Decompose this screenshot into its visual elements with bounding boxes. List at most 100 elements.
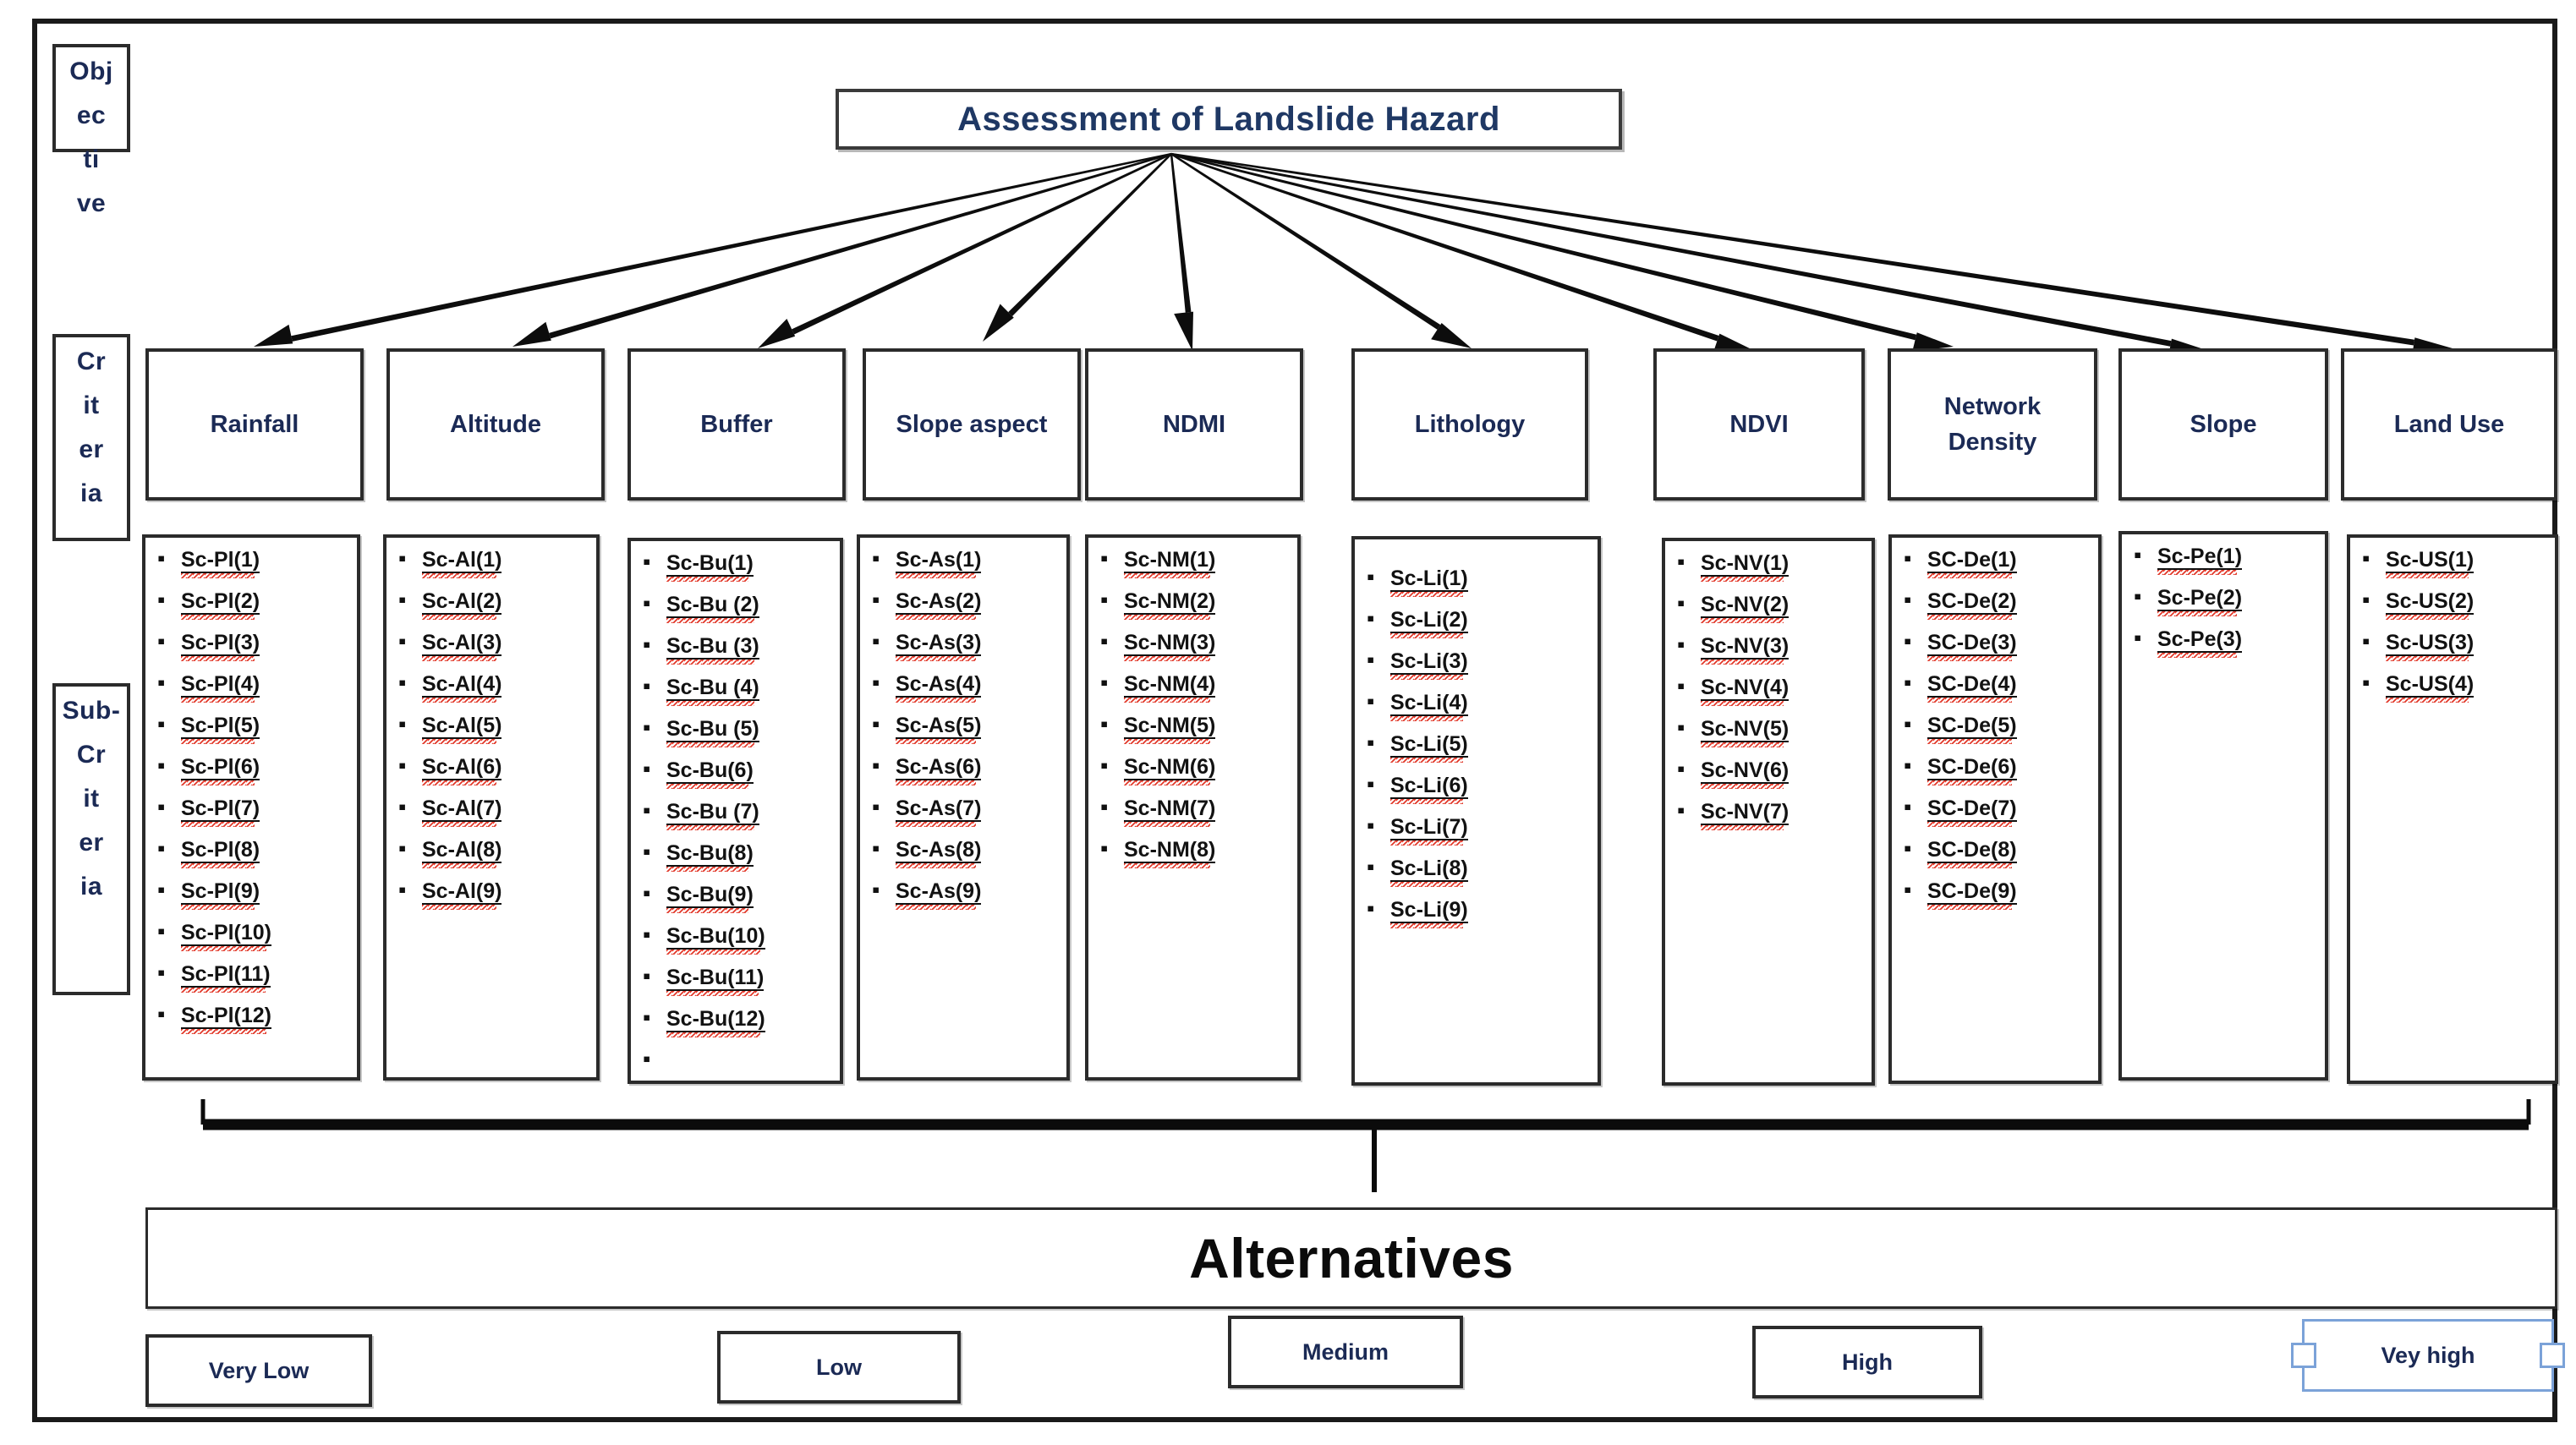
subcriteria-item[interactable]: Sc-Li(4) bbox=[1362, 690, 1594, 721]
subcriteria-slope[interactable]: Sc-Pe(1)Sc-Pe(2)Sc-Pe(3) bbox=[2118, 531, 2328, 1081]
alternative-vey-high[interactable]: Vey high bbox=[2291, 1319, 2565, 1392]
subcriteria-item[interactable]: Sc-NV(1) bbox=[1672, 550, 1868, 582]
subcriteria-item[interactable]: Sc-Bu(12) bbox=[638, 1006, 836, 1037]
subcriteria-item[interactable]: Sc-Bu(1) bbox=[638, 550, 836, 582]
subcriteria-item[interactable]: Sc-Pl(8) bbox=[152, 837, 354, 868]
subcriteria-item[interactable]: Sc-Li(8) bbox=[1362, 856, 1594, 887]
subcriteria-item[interactable]: Sc-Pl(1) bbox=[152, 547, 354, 578]
alternatives-box[interactable]: Alternatives bbox=[145, 1207, 2557, 1309]
subcriteria-item[interactable]: Sc-Pl(9) bbox=[152, 878, 354, 910]
subcriteria-item[interactable]: Sc-US(4) bbox=[2357, 671, 2551, 703]
subcriteria-item[interactable]: Sc-Pl(11) bbox=[152, 961, 354, 993]
subcriteria-buffer[interactable]: Sc-Bu(1) Sc-Bu (2) Sc-Bu (3) Sc-Bu (4) Sc-Bu… bbox=[628, 538, 843, 1084]
selection-handle-left[interactable] bbox=[2291, 1343, 2316, 1368]
subcriteria-item[interactable]: Sc-Li(5) bbox=[1362, 731, 1594, 763]
subcriteria-item[interactable]: Sc-Pe(3) bbox=[2129, 627, 2321, 658]
subcriteria-item[interactable]: Sc-NV(3) bbox=[1672, 633, 1868, 665]
criterion-altitude[interactable]: Altitude bbox=[386, 348, 605, 501]
subcriteria-item[interactable]: Sc-Pl(7) bbox=[152, 796, 354, 827]
subcriteria-item[interactable]: Sc-Bu (3) bbox=[638, 633, 836, 665]
criterion-slope-aspect[interactable]: Slope aspect bbox=[863, 348, 1081, 501]
subcriteria-item[interactable]: Sc-Bu (2) bbox=[638, 592, 836, 623]
subcriteria-item[interactable]: SC-De(9) bbox=[1899, 878, 2095, 910]
subcriteria-item[interactable]: Sc-Bu (4) bbox=[638, 675, 836, 706]
subcriteria-item[interactable]: Sc-Pe(1) bbox=[2129, 544, 2321, 575]
alternative-high[interactable]: High bbox=[1752, 1326, 1982, 1398]
subcriteria-item[interactable]: Sc-US(1) bbox=[2357, 547, 2551, 578]
subcriteria-item[interactable]: Sc-Li(2) bbox=[1362, 607, 1594, 638]
subcriteria-slope-aspect[interactable]: Sc-As(1) Sc-As(2) Sc-As(3) Sc-As(4) Sc-As(5)… bbox=[857, 534, 1070, 1081]
subcriteria-item[interactable]: Sc-NM(8) bbox=[1095, 837, 1294, 868]
subcriteria-item[interactable]: Sc-Bu(6) bbox=[638, 758, 836, 789]
criterion-slope[interactable]: Slope bbox=[2118, 348, 2328, 501]
subcriteria-land-use[interactable]: Sc-US(1)Sc-US(2)Sc-US(3)Sc-US(4) bbox=[2347, 534, 2558, 1084]
subcriteria-ndvi[interactable]: Sc-NV(1) Sc-NV(2) Sc-NV(3) Sc-NV(4) Sc-NV(5)… bbox=[1662, 538, 1875, 1086]
subcriteria-item[interactable]: SC-De(2) bbox=[1899, 588, 2095, 620]
criterion-land-use[interactable]: Land Use bbox=[2341, 348, 2557, 501]
subcriteria-item[interactable]: Sc-Li(1) bbox=[1362, 566, 1594, 597]
subcriteria-item[interactable]: Sc-NV(5) bbox=[1672, 716, 1868, 747]
subcriteria-item[interactable]: Sc-As(1) bbox=[867, 547, 1063, 578]
subcriteria-item[interactable]: Sc-NM(3) bbox=[1095, 630, 1294, 661]
subcriteria-item[interactable]: Sc-As(2) bbox=[867, 588, 1063, 620]
subcriteria-item[interactable]: Sc-Li(9) bbox=[1362, 897, 1594, 928]
subcriteria-item[interactable]: Sc-Bu (5) bbox=[638, 716, 836, 747]
subcriteria-item[interactable]: Sc-NV(7) bbox=[1672, 799, 1868, 830]
subcriteria-item[interactable]: Sc-Li(3) bbox=[1362, 649, 1594, 680]
selection-handle-right[interactable] bbox=[2540, 1343, 2565, 1368]
subcriteria-item[interactable]: Sc-US(2) bbox=[2357, 588, 2551, 620]
criterion-ndvi[interactable]: NDVI bbox=[1653, 348, 1865, 501]
subcriteria-item[interactable]: Sc-Li(6) bbox=[1362, 773, 1594, 804]
subcriteria-item[interactable]: Sc-Al(1) bbox=[393, 547, 593, 578]
subcriteria-item[interactable]: Sc-NV(4) bbox=[1672, 675, 1868, 706]
subcriteria-item[interactable]: Sc-Pl(6) bbox=[152, 754, 354, 785]
subcriteria-item[interactable]: SC-De(3) bbox=[1899, 630, 2095, 661]
subcriteria-item[interactable]: Sc-NM(7) bbox=[1095, 796, 1294, 827]
subcriteria-item[interactable]: SC-De(1) bbox=[1899, 547, 2095, 578]
subcriteria-item[interactable]: Sc-Pl(2) bbox=[152, 588, 354, 620]
criterion-buffer[interactable]: Buffer bbox=[628, 348, 846, 501]
subcriteria-ndmi[interactable]: Sc-NM(1)Sc-NM(2)Sc-NM(3)Sc-NM(4)Sc-NM(5)… bbox=[1085, 534, 1301, 1081]
subcriteria-item[interactable]: Sc-Bu(9) bbox=[638, 882, 836, 913]
subcriteria-item[interactable]: Sc-NM(2) bbox=[1095, 588, 1294, 620]
subcriteria-item[interactable]: Sc-As(5) bbox=[867, 713, 1063, 744]
subcriteria-item[interactable]: Sc-Bu(8) bbox=[638, 840, 836, 872]
alternative-very-low[interactable]: Very Low bbox=[145, 1334, 372, 1407]
subcriteria-item[interactable]: Sc-NV(2) bbox=[1672, 592, 1868, 623]
subcriteria-item[interactable]: Sc-Al(3) bbox=[393, 630, 593, 661]
criterion-lithology[interactable]: Lithology bbox=[1351, 348, 1588, 501]
subcriteria-item[interactable]: Sc-Al(2) bbox=[393, 588, 593, 620]
subcriteria-item[interactable]: Sc-As(4) bbox=[867, 671, 1063, 703]
subcriteria-item[interactable]: Sc-Al(8) bbox=[393, 837, 593, 868]
subcriteria-item[interactable]: SC-De(5) bbox=[1899, 713, 2095, 744]
subcriteria-item[interactable]: Sc-Bu(10) bbox=[638, 923, 836, 955]
subcriteria-item[interactable]: Sc-Al(4) bbox=[393, 671, 593, 703]
subcriteria-item[interactable]: Sc-Li(7) bbox=[1362, 814, 1594, 846]
subcriteria-item[interactable]: Sc-As(3) bbox=[867, 630, 1063, 661]
subcriteria-item[interactable]: Sc-Al(9) bbox=[393, 878, 593, 910]
subcriteria-item[interactable]: Sc-Bu (7) bbox=[638, 799, 836, 830]
subcriteria-item[interactable]: Sc-As(8) bbox=[867, 837, 1063, 868]
subcriteria-item[interactable]: Sc-NM(4) bbox=[1095, 671, 1294, 703]
subcriteria-item[interactable]: Sc-Al(6) bbox=[393, 754, 593, 785]
subcriteria-item[interactable]: Sc-Bu(11) bbox=[638, 965, 836, 996]
subcriteria-lithology[interactable]: Sc-Li(1) Sc-Li(2) Sc-Li(3) Sc-Li(4) Sc-Li(5)… bbox=[1351, 536, 1601, 1086]
subcriteria-item[interactable]: Sc-NM(6) bbox=[1095, 754, 1294, 785]
subcriteria-item[interactable]: Sc-Pl(4) bbox=[152, 671, 354, 703]
subcriteria-item[interactable]: Sc-Pl(10) bbox=[152, 920, 354, 951]
subcriteria-item[interactable]: Sc-NM(5) bbox=[1095, 713, 1294, 744]
subcriteria-item[interactable]: SC-De(4) bbox=[1899, 671, 2095, 703]
subcriteria-item[interactable]: SC-De(7) bbox=[1899, 796, 2095, 827]
subcriteria-item[interactable]: Sc-Pl(12) bbox=[152, 1003, 354, 1034]
subcriteria-rainfall[interactable]: Sc-Pl(1)Sc-Pl(2)Sc-Pl(3)Sc-Pl(4)Sc-Pl(5)… bbox=[142, 534, 360, 1081]
subcriteria-network-density[interactable]: SC-De(1) SC-De(2) SC-De(3) SC-De(4) SC-De(5)… bbox=[1888, 534, 2102, 1084]
subcriteria-item[interactable]: Sc-Al(5) bbox=[393, 713, 593, 744]
criterion-rainfall[interactable]: Rainfall bbox=[145, 348, 364, 501]
alternative-low[interactable]: Low bbox=[717, 1331, 961, 1404]
subcriteria-altitude[interactable]: Sc-Al(1) Sc-Al(2) Sc-Al(3) Sc-Al(4) Sc-Al(5)… bbox=[383, 534, 600, 1081]
criterion-ndmi[interactable]: NDMI bbox=[1085, 348, 1303, 501]
subcriteria-item[interactable]: Sc-NV(6) bbox=[1672, 758, 1868, 789]
subcriteria-item[interactable]: Sc-As(7) bbox=[867, 796, 1063, 827]
subcriteria-item[interactable]: Sc-Al(7) bbox=[393, 796, 593, 827]
